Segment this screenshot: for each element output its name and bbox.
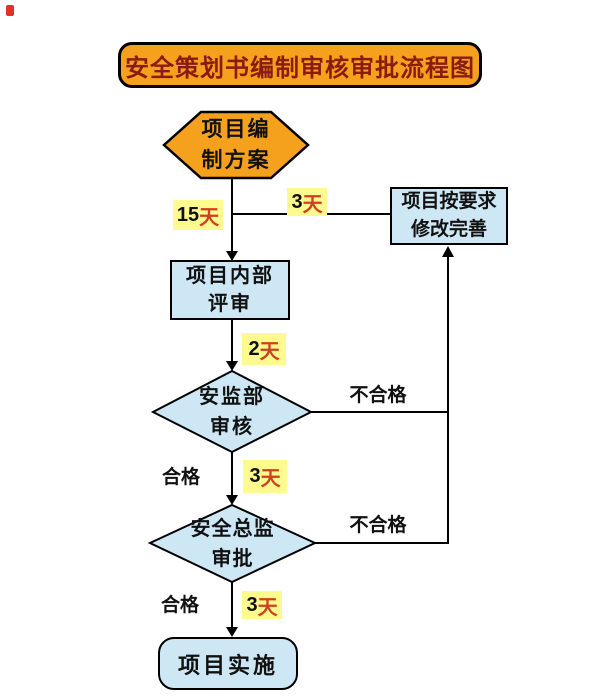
arrow-director-to-impl-head <box>226 627 238 637</box>
plan-label-line1: 项目编 <box>201 117 271 141</box>
modify-box: 项目按要求 修改完善 <box>390 187 508 245</box>
duration-num: 3 <box>291 190 303 213</box>
internal-review-line2: 评审 <box>208 293 252 315</box>
implementation-box: 项目实施 <box>158 637 298 690</box>
arrow-review-to-dept-head <box>226 361 238 371</box>
duration-unit: 天 <box>259 340 280 363</box>
arrow-into-modify-head <box>442 246 454 257</box>
arrow-plan-to-review-head <box>226 251 238 261</box>
dept-review-diamond-shape <box>150 369 314 454</box>
modify-label-line1: 项目按要求 <box>401 191 497 213</box>
duration-num: 3 <box>249 465 261 487</box>
plan-hexagon-shape <box>162 110 310 180</box>
director-approval-line1: 安全总监 <box>190 517 275 540</box>
duration-num: 2 <box>248 337 260 360</box>
director-pass-label: 合格 <box>160 594 199 616</box>
duration-num: 3 <box>246 593 258 616</box>
duration-unit: 天 <box>302 193 323 216</box>
duration-unit: 天 <box>260 468 281 490</box>
director-approval-line2: 审批 <box>211 547 254 570</box>
duration-num: 15 <box>176 203 200 226</box>
dept-pass-label: 合格 <box>161 466 200 488</box>
director-approval-diamond-shape <box>147 503 318 584</box>
dept-review-line1: 安监部 <box>199 386 265 408</box>
internal-review-box: 项目内部 评审 <box>170 260 290 320</box>
director-approval-diamond-label: 安全总监 审批 <box>150 505 315 582</box>
modify-label-line2: 修改完善 <box>410 219 487 240</box>
corner-artifact <box>6 5 14 16</box>
internal-review-line1: 项目内部 <box>186 265 274 287</box>
dept-review-diamond-label: 安监部 审核 <box>153 372 311 452</box>
dept-fail-label: 不合格 <box>349 384 407 406</box>
duration-unit: 天 <box>257 596 278 619</box>
duration-unit: 天 <box>199 206 220 229</box>
flowchart-title: 安全策划书编制审核审批流程图 <box>118 42 482 88</box>
director-fail-label: 不合格 <box>349 514 407 536</box>
dept-review-line2: 审核 <box>210 416 254 438</box>
arrow-dept-to-director-head <box>226 495 238 505</box>
plan-label-line2: 制方案 <box>201 149 271 172</box>
plan-hexagon-label: 项目编 制方案 <box>164 112 308 178</box>
